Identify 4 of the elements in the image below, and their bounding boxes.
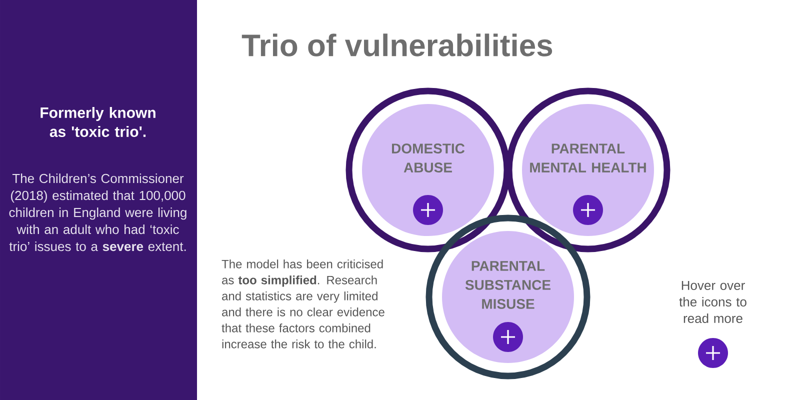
note-text: The model has been criticised as too simplified. Research and statistics are very limited and there is no clear evidence that these factors combined increase the risk to the child. bbox=[222, 260, 384, 348]
side-panel: Formerly known as 'toxic trio'. The Children’s Commissioner (2018) estimated that 100,000 children in England were living with an adult who had ‘toxic trio’ issues to a severe extent. bbox=[0, 0, 197, 400]
title: Trio of vulnerabilities bbox=[242, 34, 552, 56]
hint-text: Hover over the icons to read more bbox=[679, 280, 746, 324]
